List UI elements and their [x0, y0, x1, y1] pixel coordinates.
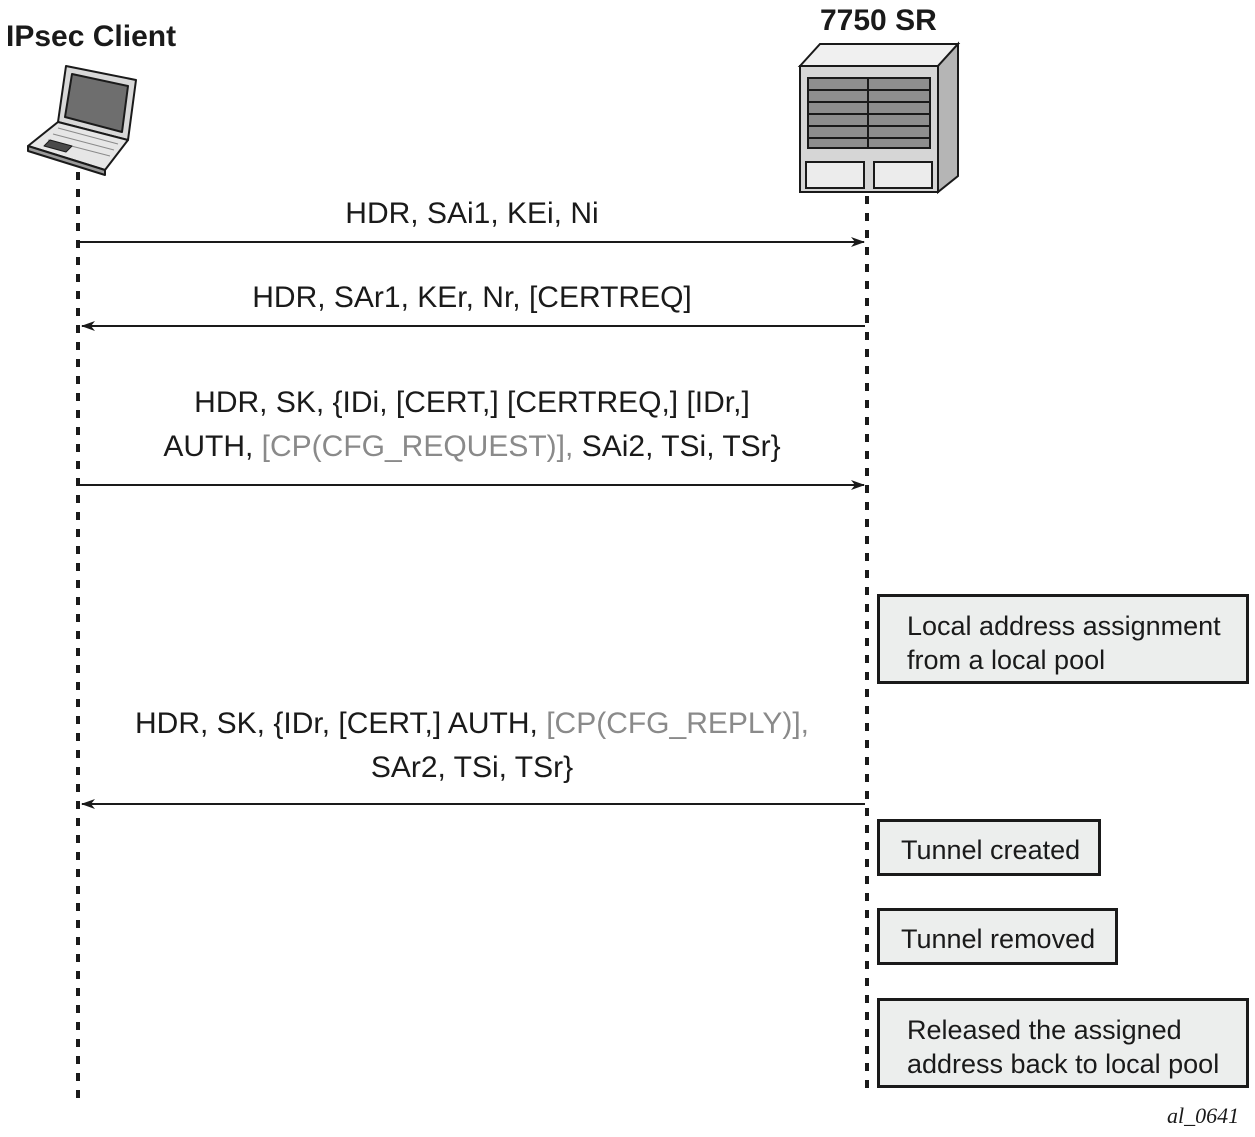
message-3-line2-post: SAi2, TSi, TSr}	[573, 430, 781, 463]
message-3-line2-pre: AUTH,	[163, 430, 262, 463]
router-chassis-icon	[797, 41, 961, 195]
note-released-address: Released the assigned address back to lo…	[877, 998, 1249, 1088]
message-4-label: HDR, SK, {IDr, [CERT,] AUTH, [CP(CFG_REP…	[80, 702, 864, 790]
message-3-line1: HDR, SK, {IDi, [CERT,] [CERTREQ,] [IDr,]	[194, 386, 750, 419]
message-1-label: HDR, SAi1, KEi, Ni	[80, 192, 864, 236]
message-3-line2: AUTH, [CP(CFG_REQUEST)], SAi2, TSi, TSr}	[80, 425, 864, 469]
figure-id: al_0641	[1167, 1103, 1240, 1128]
message-2-line1: HDR, SAr1, KEr, Nr, [CERTREQ]	[252, 281, 692, 314]
note-4-line2: address back to local pool	[907, 1049, 1220, 1079]
note-tunnel-created: Tunnel created	[877, 819, 1101, 876]
note-local-address-assignment: Local address assignment from a local po…	[877, 594, 1249, 684]
laptop-icon	[27, 65, 137, 176]
message-2-label: HDR, SAr1, KEr, Nr, [CERTREQ]	[80, 276, 864, 320]
note-1-line1: Local address assignment	[907, 611, 1221, 641]
note-1-line2: from a local pool	[907, 645, 1106, 675]
cfg-request-payload: [CP(CFG_REQUEST)],	[261, 430, 574, 463]
message-3-label: HDR, SK, {IDi, [CERT,] [CERTREQ,] [IDr,]…	[80, 381, 864, 469]
message-4-line1-pre: HDR, SK, {IDr, [CERT,] AUTH,	[134, 707, 547, 740]
message-1-line1: HDR, SAi1, KEi, Ni	[345, 197, 599, 230]
note-tunnel-removed: Tunnel removed	[877, 908, 1118, 965]
cfg-reply-payload: [CP(CFG_REPLY)],	[546, 707, 810, 740]
note-3-line1: Tunnel removed	[901, 924, 1096, 954]
message-4-line1: HDR, SK, {IDr, [CERT,] AUTH, [CP(CFG_REP…	[80, 702, 864, 746]
client-title: IPsec Client	[6, 20, 177, 53]
note-2-line1: Tunnel created	[901, 835, 1081, 865]
router-title: 7750 SR	[820, 4, 937, 37]
message-4-line2: SAr2, TSi, TSr}	[370, 751, 574, 784]
note-4-line1: Released the assigned	[907, 1015, 1182, 1045]
